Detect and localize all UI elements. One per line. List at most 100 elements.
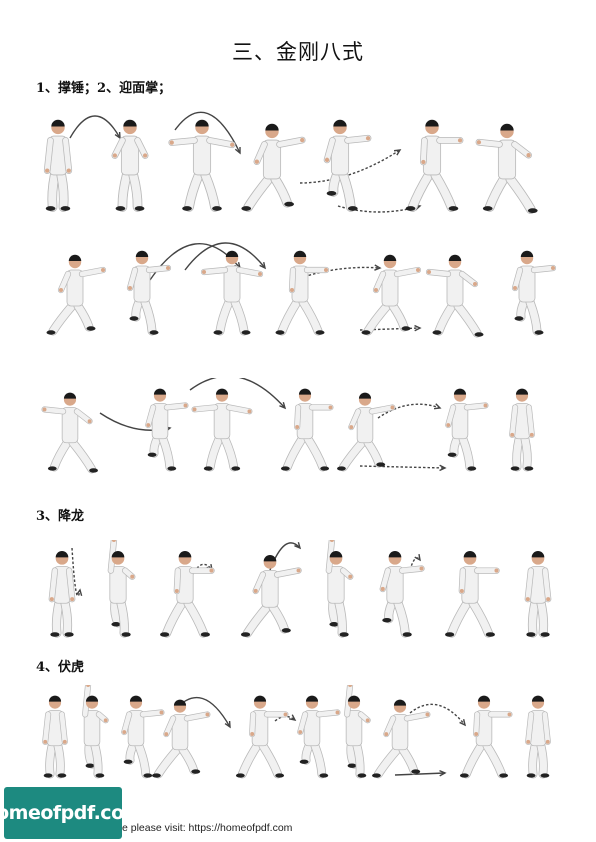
arrowhead: [374, 264, 382, 271]
figure-hair: [531, 695, 545, 702]
tai-chi-figure: [235, 695, 289, 779]
figure-hand: [507, 712, 512, 717]
tai-chi-figure: [126, 250, 172, 336]
tai-chi-figure: [240, 555, 302, 638]
figure-torso: [446, 269, 464, 307]
figure-hand: [374, 288, 378, 292]
figure-hair: [425, 119, 439, 127]
figure-hair: [51, 119, 65, 127]
figure-shoe: [152, 773, 161, 778]
tai-chi-figure: [509, 388, 535, 472]
tai-chi-figure: [337, 392, 396, 472]
figure-torso: [223, 265, 241, 303]
tai-chi-figure: [241, 123, 306, 212]
figure-hand: [329, 540, 334, 543]
section-heading-jianglong: 3、降龙: [36, 509, 85, 524]
tai-chi-figure: [525, 695, 551, 779]
arrowhead: [259, 261, 266, 270]
tai-chi-figure: [48, 551, 76, 638]
watermark-logo[interactable]: homeofpdf.com: [0, 787, 143, 839]
figure-hair: [111, 551, 125, 558]
figure-shoe: [121, 632, 131, 637]
figure-shoe: [432, 330, 442, 335]
figure-shoe: [540, 773, 550, 778]
tai-chi-figure: [445, 388, 489, 472]
figure-shoe: [241, 206, 252, 211]
figure-hair: [305, 695, 319, 702]
figure-hand: [258, 272, 262, 276]
figure-hair: [135, 250, 149, 257]
figure-hand: [324, 268, 328, 272]
figure-hair: [215, 388, 229, 395]
figure-hand: [174, 588, 179, 594]
figure-shoe: [275, 773, 285, 778]
movement-path-arrow: [337, 205, 421, 213]
figure-shoe: [275, 330, 285, 335]
figure-torso: [192, 135, 212, 176]
figure-shoe: [526, 632, 536, 637]
figure-shoe: [401, 326, 411, 331]
tai-chi-figure: [168, 119, 236, 212]
tai-chi-figure: [280, 388, 334, 472]
figure-hair: [293, 250, 307, 257]
figure-hair: [173, 699, 187, 706]
arrowhead: [234, 146, 241, 155]
footer-link-text[interactable]: e please visit: https://homeofpdf.com: [122, 822, 293, 834]
section-heading-chengchui-yingmianzhang: 1、撑锤；2、迎面掌；: [36, 81, 172, 96]
movement-sequence-row-4: [48, 540, 552, 638]
figure-shoe: [319, 773, 329, 778]
figure-hair: [195, 119, 209, 127]
figure-shoe: [474, 332, 484, 337]
figure-shoe: [115, 206, 126, 211]
arrowhead: [439, 769, 447, 777]
figure-shoe: [514, 316, 524, 321]
figure-torso: [391, 714, 409, 751]
arrowhead: [414, 324, 422, 332]
figure-hand: [380, 586, 385, 591]
figure-shoe: [467, 466, 477, 471]
figure-hand: [324, 157, 330, 162]
movement-sequence-row-1: [43, 111, 538, 215]
figure-shoe: [315, 330, 325, 335]
tai-chi-figure: [275, 250, 330, 336]
figure-torso: [356, 407, 374, 444]
tai-chi-figure: [405, 119, 464, 212]
figure-torso: [261, 570, 279, 608]
figure-torso: [171, 714, 189, 751]
figure-hair: [515, 388, 529, 395]
figure-shoe: [241, 330, 251, 335]
figure-hair: [85, 695, 99, 702]
figure-hand: [328, 405, 333, 410]
figure-hair: [178, 551, 192, 558]
figure-hand: [230, 142, 235, 147]
tai-chi-figure: [41, 392, 98, 474]
figure-shoe: [339, 632, 349, 637]
figure-shoe: [347, 206, 358, 211]
figure-hair: [63, 392, 77, 399]
figure-shoe: [402, 632, 412, 637]
figure-hair: [253, 695, 267, 702]
figure-shoe: [448, 206, 459, 211]
figure-hand: [112, 153, 118, 158]
figure-shoe: [149, 330, 159, 335]
figure-shoe: [445, 632, 455, 637]
figure-hand: [335, 710, 340, 715]
figure-shoe: [524, 466, 534, 471]
figure-hand: [348, 574, 353, 579]
movement-path-arrow: [359, 465, 446, 469]
figure-torso: [497, 139, 517, 180]
figure-hand: [45, 168, 50, 173]
tai-chi-figure: [425, 254, 484, 338]
figure-hand: [101, 268, 105, 272]
figure-shoe: [47, 466, 57, 471]
figure-hand: [526, 153, 531, 158]
tai-chi-figure: [524, 551, 552, 638]
illustration-row-3: [0, 378, 596, 476]
figure-hand: [247, 409, 252, 414]
figure-torso: [327, 566, 345, 604]
arrowhead: [414, 553, 421, 562]
figure-torso: [61, 407, 79, 444]
tai-chi-figure: [200, 250, 264, 336]
figure-hand: [128, 286, 132, 290]
tai-chi-figure: [475, 123, 538, 215]
